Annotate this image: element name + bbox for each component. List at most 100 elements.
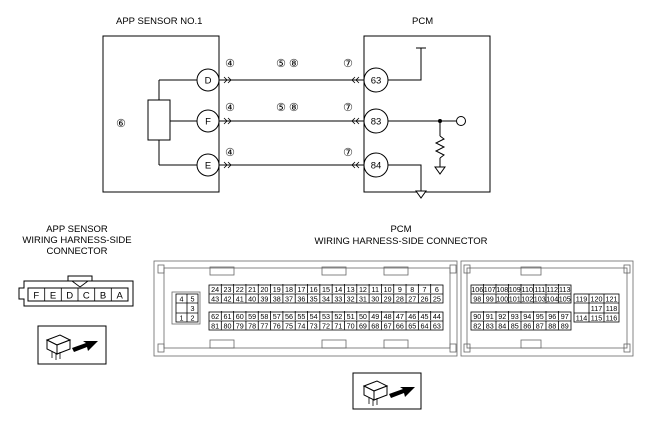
pcm-left-pin-26: 26 [421,295,429,304]
pcm-right-pin-95: 95 [536,312,544,321]
pcm-left-pin-45: 45 [421,312,429,321]
svg-text:2: 2 [191,314,195,323]
sensor-pin-f: F [196,109,220,133]
pcm-pin-83: 83 [363,108,389,134]
svg-text:PCM: PCM [390,224,411,235]
pcm-left-pin-64: 64 [421,322,429,331]
pcm-title: PCM [412,16,433,27]
pcm-left-pin-20: 20 [260,285,268,294]
pcm-side-pin-120: 120 [591,295,603,304]
pcm-pin-63: 63 [363,67,389,93]
pcm-left-pin-24: 24 [211,285,219,294]
pcm-right-pin-109: 109 [509,285,521,294]
ground-symbol-e [415,190,427,199]
svg-text:83: 83 [371,117,382,128]
pcm-left-pin-14: 14 [334,285,342,294]
app-pin-a: A [117,291,124,302]
app-pin-d: D [66,291,73,302]
pcm-left-pin-53: 53 [322,312,330,321]
pcm-left-pin-66: 66 [396,322,404,331]
pcm-left-pin-6: 6 [435,285,439,294]
pcm-left-pin-70: 70 [347,322,355,331]
svg-text:F: F [205,117,211,128]
pcm-left-pin-51: 51 [347,312,355,321]
pcm-internal-circuit [388,47,466,199]
pcm-left-pin-57: 57 [273,312,281,321]
pcm-left-pin-33: 33 [334,295,342,304]
pcm-right-pin-96: 96 [548,312,556,321]
pcm-right-pin-108: 108 [496,285,508,294]
pcm-left-pin-22: 22 [236,285,244,294]
pcm-right-pin-110: 110 [522,285,533,294]
svg-text:1: 1 [180,314,184,323]
pcm-left-pin-46: 46 [408,312,416,321]
pcm-left-pin-27: 27 [408,295,416,304]
svg-text:D: D [205,76,212,87]
pcm-left-pin-41: 41 [236,295,244,304]
pcm-left-pin-68: 68 [371,322,379,331]
pcm-side-pin-116: 116 [606,314,617,323]
pcm-side-pin-117: 117 [591,304,602,313]
pcm-left-pin-19: 19 [273,285,281,294]
pcm-right-pin-101: 101 [509,295,521,304]
pcm-right-pin-82: 82 [473,322,481,331]
pcm-left-pin-69: 69 [359,322,367,331]
pcm-left-pin-44: 44 [433,312,441,321]
pcm-right-pin-105: 105 [559,295,571,304]
pcm-left-pin-62: 62 [211,312,219,321]
pcm-left-pin-10: 10 [384,285,392,294]
pcm-left-pin-59: 59 [248,312,256,321]
pcm-left-pin-75: 75 [285,322,293,331]
pcm-left-pin-71: 71 [334,322,342,331]
pcm-left-pin-52: 52 [334,312,342,321]
connector-view-icon-pcm [352,372,422,410]
pcm-left-pin-39: 39 [260,295,268,304]
pcm-left-pin-79: 79 [236,322,244,331]
pcm-left-pin-15: 15 [322,285,330,294]
pcm-right-pin-104: 104 [546,295,558,304]
pcm-left-pin-67: 67 [384,322,392,331]
pcm-left-pin-30: 30 [371,295,379,304]
sensor-connector-chevrons [223,76,232,169]
sensor-pin-d: D [196,68,220,92]
pcm-side-pin-119: 119 [576,295,587,304]
wire-mark-mid-d: ⑤ ⑧ [276,58,299,70]
pcm-right-pin-87: 87 [536,322,544,331]
pcm-side-pin-115: 115 [591,314,602,323]
pcm-right-pin-86: 86 [523,322,531,331]
svg-text:WIRING HARNESS-SIDE CONNECTOR: WIRING HARNESS-SIDE CONNECTOR [315,236,488,247]
pcm-right-pin-97: 97 [561,312,569,321]
wire-mark-right-e: ⑦ [343,147,353,159]
pcm-side-pin-118: 118 [606,304,617,313]
pcm-left-pin-31: 31 [359,295,367,304]
pcm-right-pin-88: 88 [548,322,556,331]
pcm-left-pin-49: 49 [371,312,379,321]
pcm-left-pin-38: 38 [273,295,281,304]
pcm-left-pin-76: 76 [273,322,281,331]
pcm-left-pin-29: 29 [384,295,392,304]
pcm-left-pin-56: 56 [285,312,293,321]
app-connector-title: APP SENSOR WIRING HARNESS-SIDE CONNECTOR [22,224,131,257]
pcm-left-pin-36: 36 [297,295,305,304]
pcm-left-pin-63: 63 [433,322,441,331]
pcm-left-pin-78: 78 [248,322,256,331]
pcm-left-pin-73: 73 [310,322,318,331]
pcm-left-pin-72: 72 [322,322,330,331]
pcm-left-pin-55: 55 [297,312,305,321]
pcm-left-pin-81: 81 [211,322,219,331]
wire-mark-left-e: ④ [225,147,235,159]
pcm-left-pin-58: 58 [260,312,268,321]
pcm-left-pin-37: 37 [285,295,293,304]
pcm-left-pin-17: 17 [297,285,305,294]
svg-text:4: 4 [180,295,184,304]
pcm-left-pin-80: 80 [223,322,231,331]
app-sensor-title: APP SENSOR NO.1 [116,16,202,27]
app-sensor-connector-face: F E D C B A [18,275,134,307]
pcm-left-pin-25: 25 [433,295,441,304]
svg-text:5: 5 [191,295,195,304]
svg-text:E: E [205,161,211,172]
sensor-mark: ⑥ [116,118,126,130]
wire-mark-right-d: ⑦ [343,58,353,70]
